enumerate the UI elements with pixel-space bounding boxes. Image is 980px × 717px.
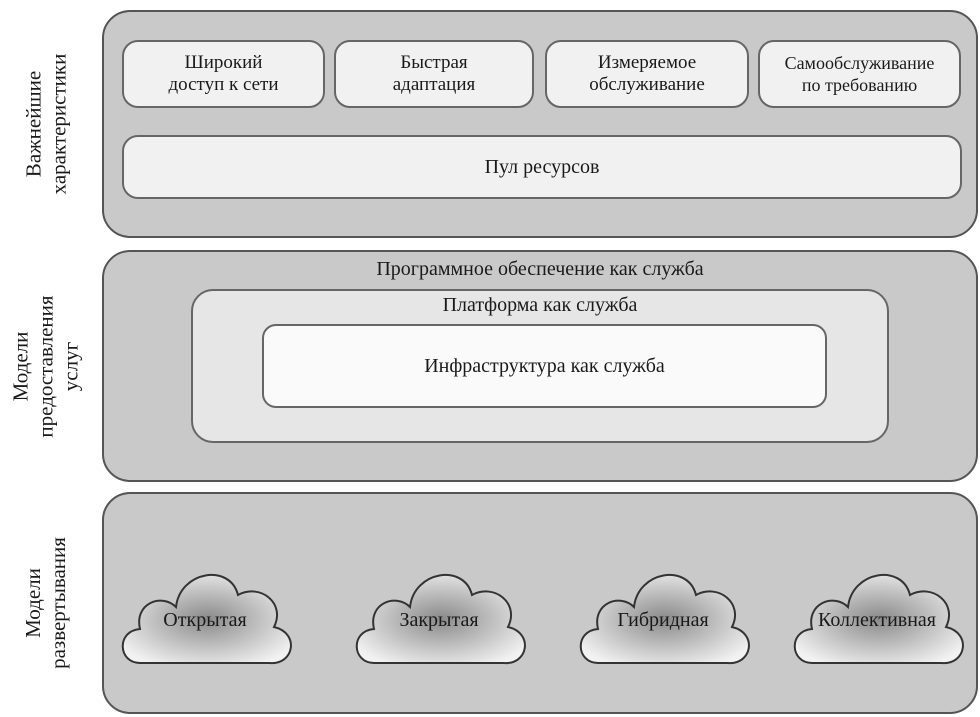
deployment-models-group-title: Модели развертывания bbox=[21, 537, 70, 669]
characteristic-on-demand-self-service: Самообслуживание по требованию bbox=[758, 40, 961, 108]
cloud-community-icon bbox=[793, 574, 964, 665]
paas-label: Платформа как служба bbox=[442, 294, 638, 316]
characteristics-group-title: Важнейшие характеристики bbox=[21, 53, 70, 195]
cloud-public-icon bbox=[121, 574, 292, 665]
group-label-service-models: Модели предоставления услуг bbox=[0, 250, 92, 482]
resource-pool-box: Пул ресурсов bbox=[122, 135, 962, 199]
group-label-deployment-models: Модели развертывания bbox=[0, 492, 92, 714]
iaas-box: Инфраструктура как служба bbox=[262, 324, 827, 408]
cloud-community-label: Коллективная bbox=[817, 609, 937, 631]
service-models-group-title: Модели предоставления услуг bbox=[8, 294, 83, 438]
cloud-hybrid-label: Гибридная bbox=[617, 609, 709, 631]
cloud-public-label: Открытая bbox=[163, 609, 247, 631]
characteristic-broad-network-access: Широкий доступ к сети bbox=[122, 40, 325, 108]
saas-label: Программное обеспечение как служба bbox=[376, 258, 704, 280]
cloud-private: Закрытая bbox=[344, 545, 534, 685]
cloud-hybrid: Гибридная bbox=[568, 545, 758, 685]
cloud-community: Коллективная bbox=[782, 545, 972, 685]
cloud-hybrid-icon bbox=[579, 574, 750, 665]
cloud-private-icon bbox=[355, 574, 526, 665]
characteristic-measured-service: Измеряемое обслуживание bbox=[545, 40, 749, 108]
cloud-public: Открытая bbox=[110, 545, 300, 685]
characteristic-rapid-elasticity: Быстрая адаптация bbox=[334, 40, 534, 108]
cloud-private-label: Закрытая bbox=[399, 609, 479, 631]
group-label-characteristics: Важнейшие характеристики bbox=[0, 10, 92, 238]
